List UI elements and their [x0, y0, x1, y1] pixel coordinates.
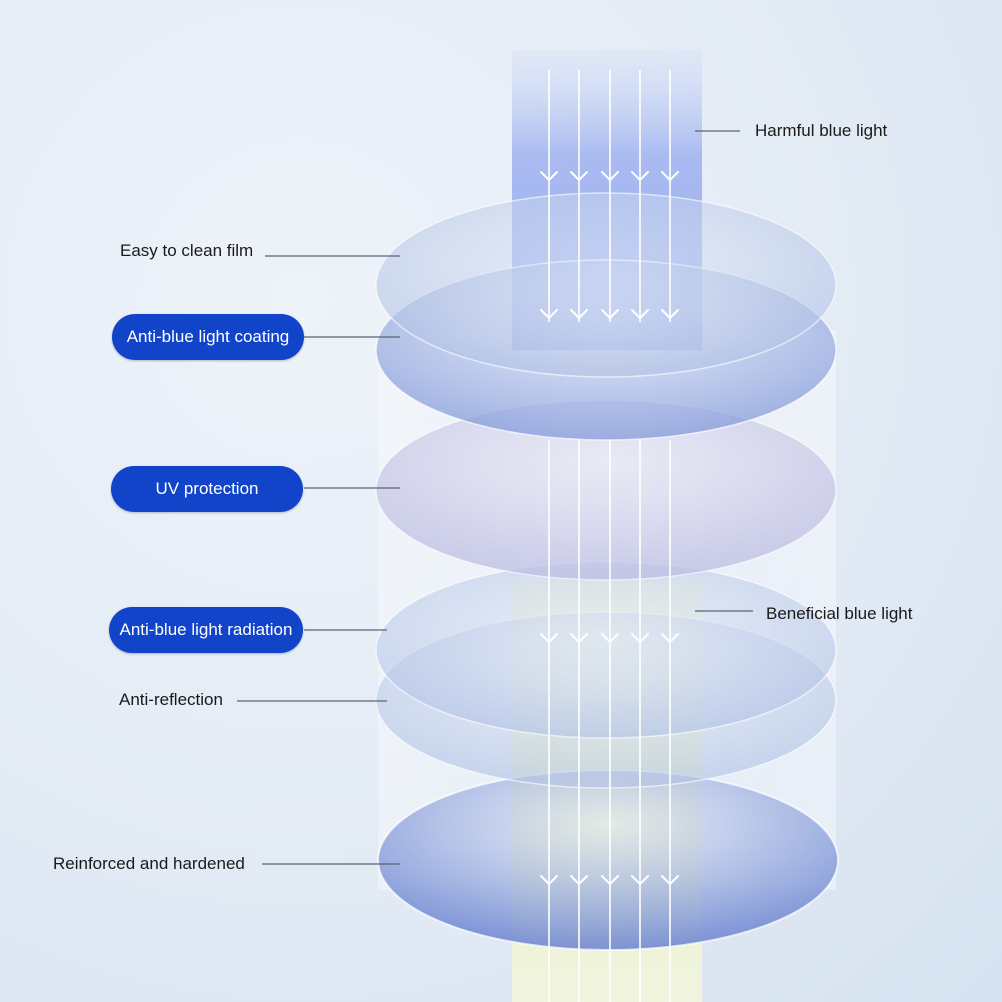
down-arrow-icon — [631, 633, 649, 643]
down-arrow-icon — [661, 875, 679, 885]
easy-clean-film-label: Easy to clean film — [120, 241, 254, 260]
lens-layer-easy-clean — [375, 192, 837, 378]
down-arrow-icon — [661, 633, 679, 643]
down-arrow-icon — [631, 309, 649, 319]
down-arrow-icon — [631, 875, 649, 885]
beneficial-blue-light-label: Beneficial blue light — [766, 604, 913, 623]
down-arrow-icon — [570, 875, 588, 885]
down-arrow-icon — [540, 633, 558, 643]
uv-protection-pill: UV protection — [111, 466, 303, 512]
leader-lines — [237, 130, 753, 865]
down-arrow-icon — [540, 309, 558, 319]
down-arrow-icon — [540, 171, 558, 181]
down-arrow-icon — [601, 171, 619, 181]
down-arrow-icon — [601, 875, 619, 885]
down-arrow-icon — [631, 171, 649, 181]
down-arrow-icon — [570, 633, 588, 643]
reinforced-hardened-label: Reinforced and hardened — [53, 854, 245, 873]
down-arrow-icon — [601, 633, 619, 643]
light-rays — [548, 70, 671, 1002]
down-arrow-icon — [661, 309, 679, 319]
down-arrow-icon — [601, 309, 619, 319]
down-arrow-icon — [570, 309, 588, 319]
lens-layer-reinforced — [377, 769, 839, 951]
anti-blue-coating-pill: Anti-blue light coating — [112, 314, 304, 360]
down-arrow-icon — [540, 875, 558, 885]
down-arrow-icon — [570, 171, 588, 181]
lens-layer-anti-blue-radiation — [375, 561, 837, 739]
down-arrow-icon — [661, 171, 679, 181]
harmful-blue-light-label: Harmful blue light — [755, 121, 888, 140]
anti-reflection-label: Anti-reflection — [119, 690, 223, 709]
anti-blue-radiation-pill: Anti-blue light radiation — [109, 607, 303, 653]
